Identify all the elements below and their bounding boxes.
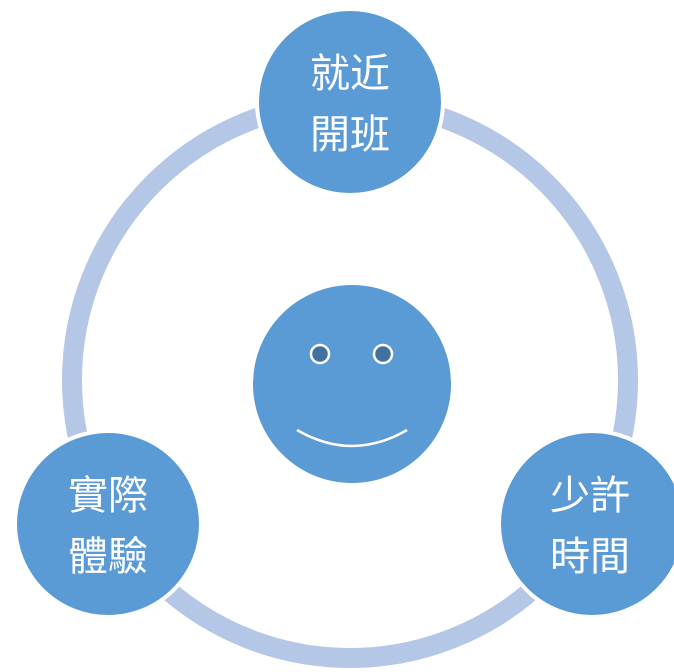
node-top: 就近 開班 (255, 7, 445, 197)
node-top-line2: 開班 (310, 112, 390, 158)
node-right-line1: 少許 (550, 473, 630, 519)
left-eye (309, 343, 331, 365)
node-left-circle (13, 429, 203, 619)
node-left-line1: 實際 (68, 473, 148, 519)
node-right: 少許 時間 (497, 429, 674, 619)
smiley-face (253, 285, 451, 483)
node-left: 實際 體驗 (13, 429, 203, 619)
node-right-circle (497, 429, 674, 619)
node-top-circle (255, 7, 445, 197)
right-eye (372, 343, 394, 365)
smile-mouth (296, 428, 408, 448)
node-left-line2: 體驗 (68, 534, 148, 580)
node-top-line1: 就近 (310, 51, 390, 97)
node-right-line2: 時間 (550, 534, 630, 580)
smiley-face-icon (253, 285, 451, 483)
